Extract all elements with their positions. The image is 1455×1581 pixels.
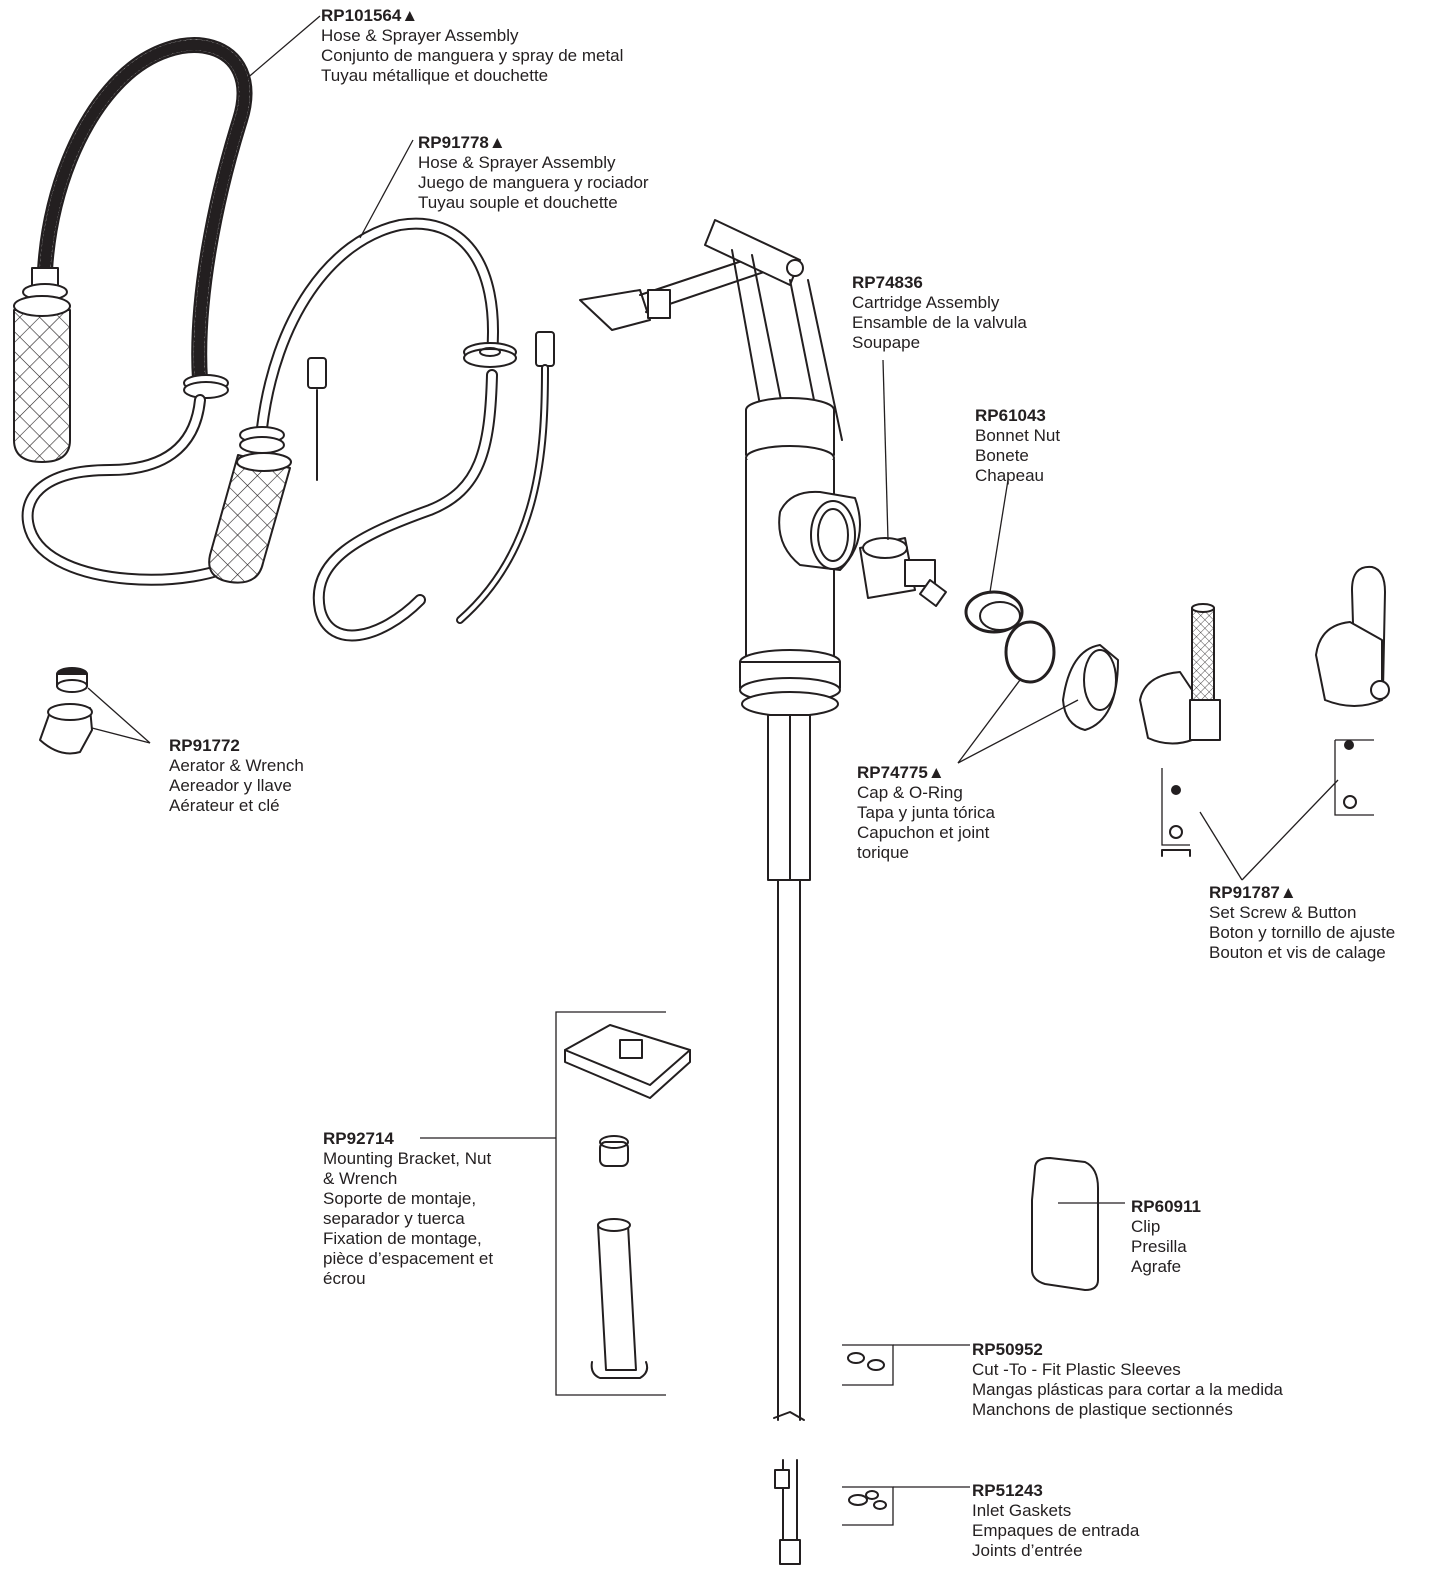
part-desc: Hose & Sprayer Assembly (418, 153, 616, 172)
part-number: RP101564▲ (321, 6, 419, 25)
part-desc: Bonete (975, 446, 1029, 465)
part-number: RP61043 (975, 406, 1046, 425)
knurled-handle-drawing (1139, 603, 1221, 745)
part-number: RP92714 (323, 1129, 394, 1148)
metal-hose-sprayer (13, 37, 253, 586)
aerator-drawing (39, 667, 93, 755)
part-desc: Soupape (852, 333, 921, 352)
part-desc: Boton y tornillo de ajuste (1209, 923, 1396, 942)
part-desc: Juego de manguera y rociador (418, 173, 649, 192)
callout-rp91772: RP91772 Aerator & Wrench Aereador y llav… (169, 736, 304, 816)
sleeves-box-drawing (847, 1352, 885, 1371)
callout-rp91778: RP91778▲ Hose & Sprayer Assembly Juego d… (418, 133, 649, 213)
part-desc: torique (857, 843, 909, 862)
part-desc: Bonnet Nut (975, 426, 1061, 445)
part-desc: Presilla (1131, 1237, 1187, 1256)
part-desc: Joints d’entrée (972, 1541, 1083, 1560)
part-desc: Manchons de plastique sectionnés (972, 1400, 1233, 1419)
part-desc: Tapa y junta tórica (857, 803, 995, 822)
callout-rp60911: RP60911 Clip Presilla Agrafe (1131, 1197, 1201, 1277)
part-desc: Aerator & Wrench (169, 756, 304, 775)
part-number: RP91778▲ (418, 133, 506, 152)
callout-rp74836: RP74836 Cartridge Assembly Ensamble de l… (852, 273, 1027, 353)
part-desc: pièce d’espacement et (323, 1249, 494, 1268)
part-desc: Hose & Sprayer Assembly (321, 26, 519, 45)
mounting-bracket-drawing (564, 1024, 691, 1379)
part-desc: Mangas plásticas para cortar a la medida (972, 1380, 1283, 1399)
part-number: RP74836 (852, 273, 923, 292)
part-desc: Conjunto de manguera y spray de metal (321, 46, 624, 65)
part-number: RP74775▲ (857, 763, 945, 782)
part-desc: Tuyau souple et douchette (418, 193, 618, 212)
part-desc: Cut -To - Fit Plastic Sleeves (972, 1360, 1181, 1379)
part-desc: Chapeau (975, 466, 1045, 485)
part-desc: Tuyau métallique et douchette (321, 66, 549, 85)
callout-rp50952: RP50952 Cut -To - Fit Plastic Sleeves Ma… (972, 1340, 1283, 1420)
part-desc: Cap & O-Ring (857, 783, 963, 802)
callout-rp91787: RP91787▲ Set Screw & Button Boton y torn… (1209, 883, 1395, 963)
callout-rp101564: RP101564▲ Hose & Sprayer Assembly Conjun… (321, 6, 623, 86)
part-desc: Cartridge Assembly (852, 293, 1000, 312)
part-number: RP60911 (1131, 1197, 1201, 1216)
part-desc: Agrafe (1131, 1257, 1182, 1276)
callout-rp51243: RP51243 Inlet Gaskets Empaques de entrad… (972, 1481, 1139, 1561)
part-number: RP91772 (169, 736, 240, 755)
part-desc: & Wrench (323, 1169, 398, 1188)
part-desc: Inlet Gaskets (972, 1501, 1072, 1520)
bonnet-nut-drawing (964, 590, 1024, 634)
cap-drawing (1062, 644, 1119, 731)
callout-rp74775: RP74775▲ Cap & O-Ring Tapa y junta tóric… (857, 763, 995, 863)
part-desc: écrou (323, 1269, 366, 1288)
part-desc: Empaques de entrada (972, 1521, 1140, 1540)
callout-rp61043: RP61043 Bonnet Nut Bonete Chapeau (975, 406, 1060, 486)
callout-rp92714: RP92714 Mounting Bracket, Nut & Wrench S… (323, 1129, 493, 1289)
part-desc: Ensamble de la valvula (852, 313, 1027, 332)
part-desc: Set Screw & Button (1209, 903, 1357, 922)
part-number: RP91787▲ (1209, 883, 1297, 902)
gaskets-box-drawing (848, 1490, 887, 1510)
clip-drawing (1031, 1157, 1099, 1291)
lever-handle-drawing (1315, 565, 1390, 707)
part-desc: Fixation de montage, (323, 1229, 482, 1248)
part-number: RP50952 (972, 1340, 1043, 1359)
part-number: RP51243 (972, 1481, 1043, 1500)
part-desc: separador y tuerca (323, 1209, 465, 1228)
part-desc: Bouton et vis de calage (1209, 943, 1386, 962)
part-desc: Mounting Bracket, Nut (323, 1149, 492, 1168)
set-screw-boxes (1161, 740, 1357, 857)
faucet-body (579, 219, 861, 1565)
part-desc: Clip (1131, 1217, 1161, 1236)
part-desc: Capuchon et joint (857, 823, 990, 842)
o-ring-drawing (1004, 620, 1056, 684)
leader-lines (87, 15, 1374, 1526)
cartridge-drawing (859, 537, 947, 607)
part-desc: Aereador y llave (169, 776, 292, 795)
part-desc: Aérateur et clé (169, 796, 280, 815)
plastic-hose-sprayer (208, 217, 555, 642)
part-desc: Soporte de montaje, (323, 1189, 477, 1208)
